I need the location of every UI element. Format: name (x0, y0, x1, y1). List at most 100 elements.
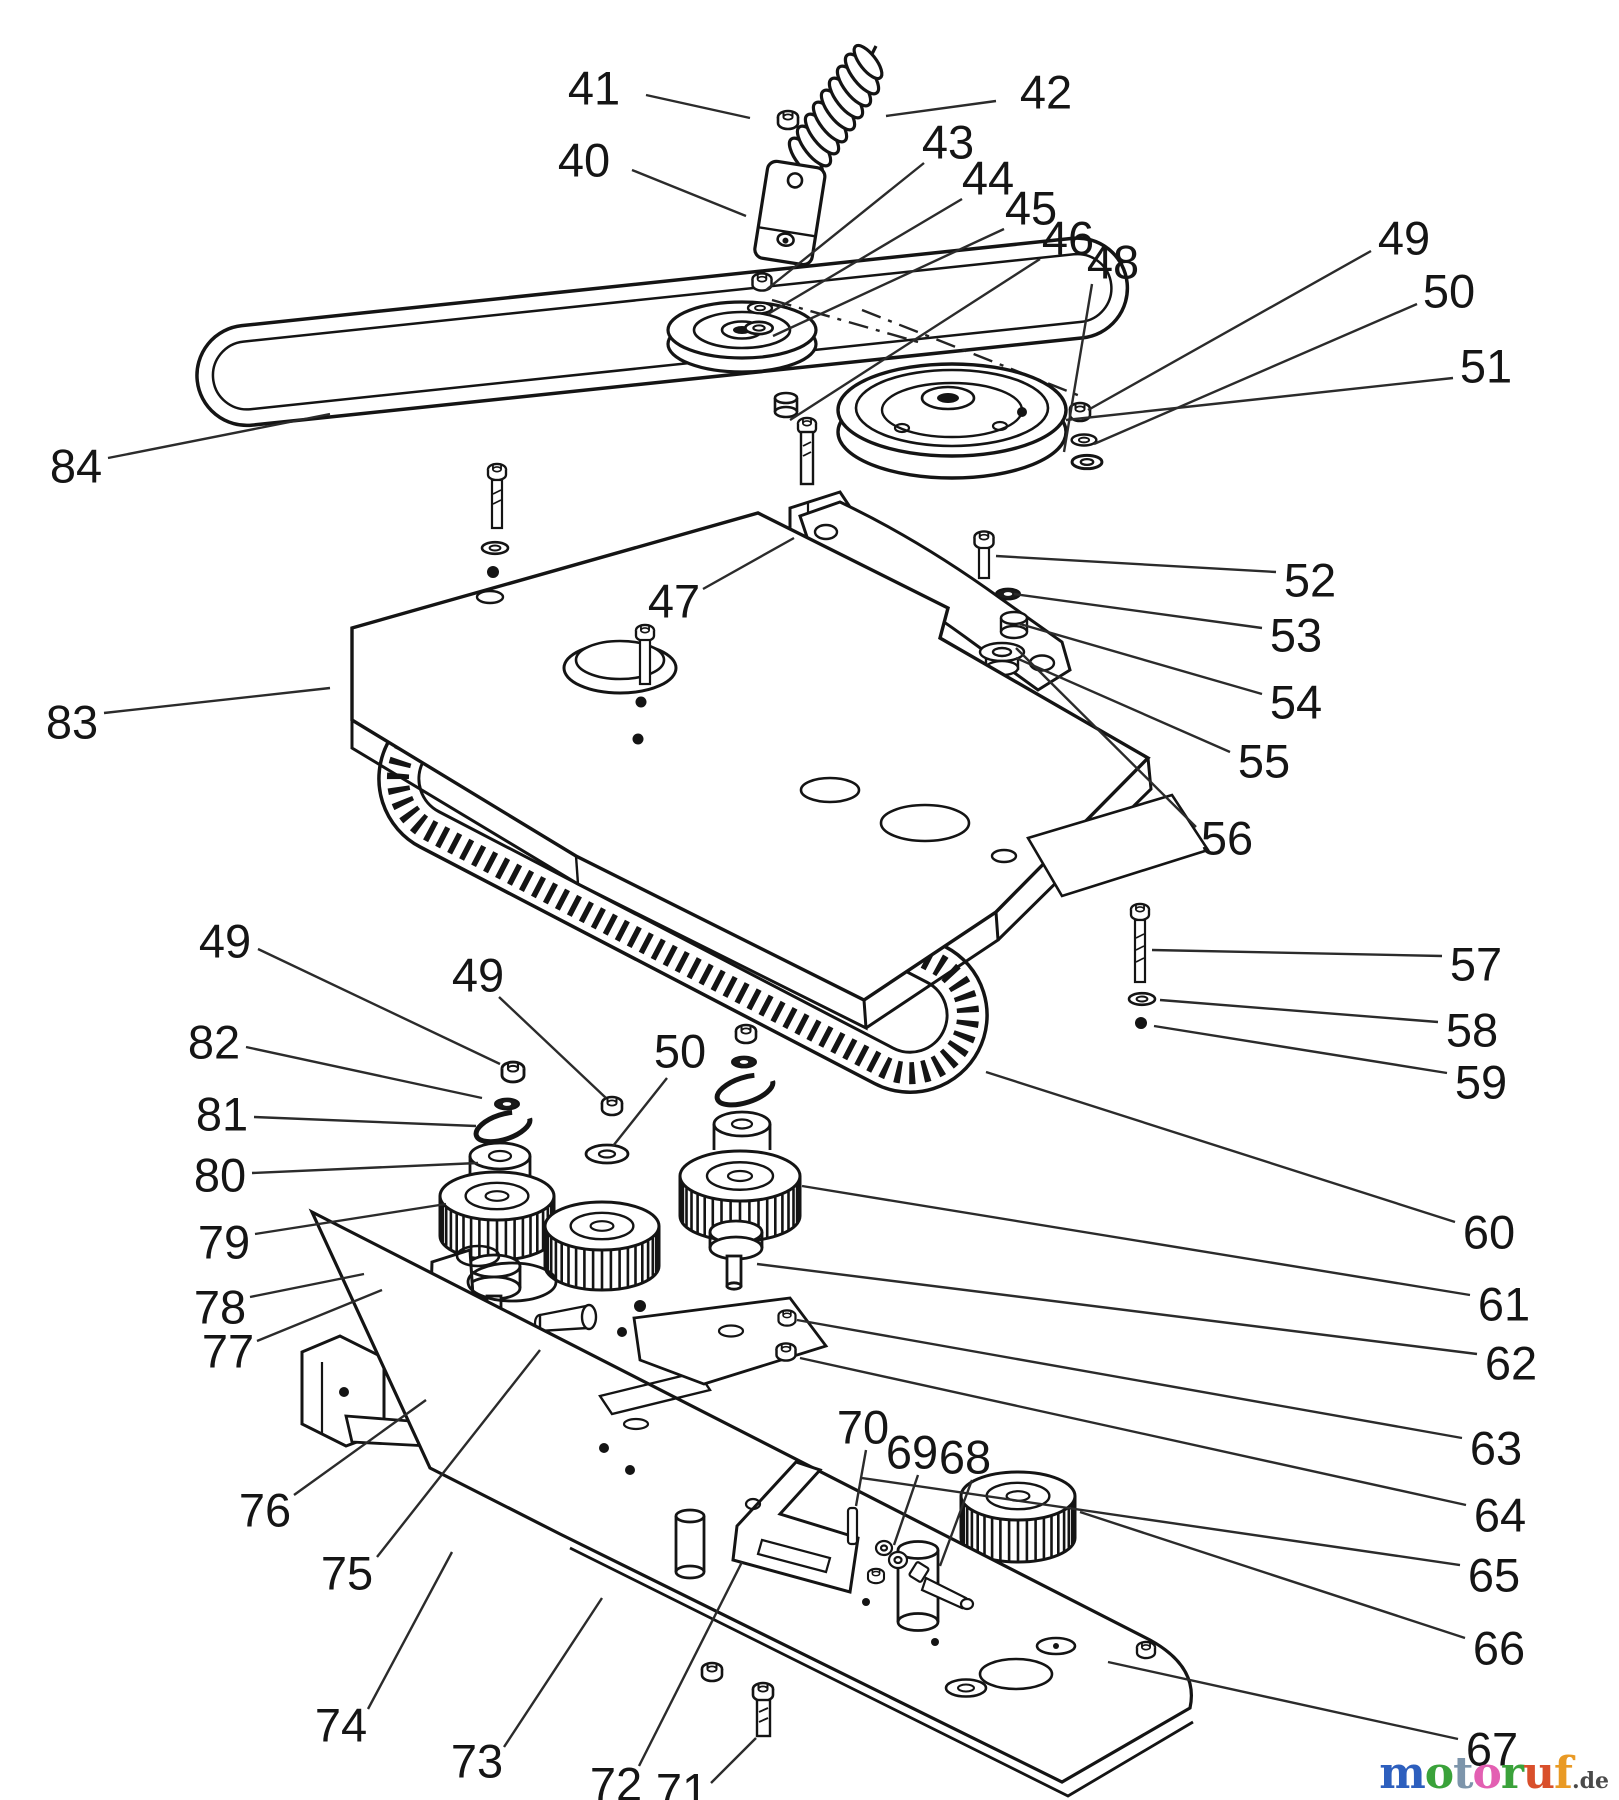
callout-label-62: 62 (1485, 1337, 1537, 1390)
callout-leader-52 (995, 554, 1277, 574)
callout-leader-80 (251, 1161, 479, 1175)
cover-screw (634, 623, 656, 686)
callout-label-46: 46 (1042, 212, 1094, 265)
pin-70 (846, 1506, 859, 1546)
motoruf-domain-suffix: .de (1571, 1768, 1609, 1794)
bushing-80 (468, 1141, 532, 1171)
callout-label-53: 53 (1270, 609, 1322, 662)
callout-label-48: 48 (1087, 236, 1139, 289)
motoruf-wordmark: motoruf (1379, 1748, 1573, 1799)
callout-label-84: 84 (50, 440, 102, 493)
callout-label-57: 57 (1450, 938, 1502, 991)
callout-leader-56 (1015, 647, 1197, 828)
callout-leader-55 (1015, 656, 1231, 754)
flat-idler-pulley-51 (836, 362, 1068, 480)
callout-label-44: 44 (962, 152, 1014, 205)
callout-leader-73 (502, 1597, 604, 1748)
cover-bolt-57-58-59 (1127, 902, 1157, 1029)
callout-leader-60 (985, 1070, 1456, 1224)
callout-label-60: 60 (1463, 1206, 1515, 1259)
wordmark-letter-f: f (1554, 1748, 1573, 1799)
bolt-71 (751, 1681, 775, 1738)
wordmark-letter-r: r (1500, 1748, 1524, 1799)
callout-label-40: 40 (558, 134, 610, 187)
timing-pulley-66 (959, 1470, 1077, 1564)
callout-label-83: 83 (46, 696, 98, 749)
gear-left-stack-49-82-81-80 (468, 1060, 533, 1184)
callout-label-79: 79 (198, 1216, 250, 1269)
wordmark-letter-o: o (1424, 1748, 1454, 1799)
callout-label-59: 59 (1455, 1056, 1507, 1109)
callout-leader-66 (1079, 1510, 1466, 1640)
idler-pulley-44 (666, 300, 818, 374)
callout-leader-63 (796, 1318, 1463, 1440)
bolt-68 (908, 1561, 975, 1611)
callout-label-77: 77 (202, 1325, 254, 1378)
plate-corner-hardware-67 (700, 1567, 1157, 1698)
callout-leader-54 (1019, 622, 1263, 696)
callout-leader-49 (257, 947, 501, 1066)
bolt-75 (533, 1303, 598, 1333)
callout-label-70: 70 (837, 1401, 889, 1454)
callout-leader-67 (1107, 1660, 1459, 1741)
callout-leader-72 (637, 1561, 744, 1767)
callout-leader-50 (1093, 302, 1418, 446)
motoruf-watermark: motoruf.de (1379, 1752, 1609, 1796)
callout-label-65: 65 (1468, 1549, 1520, 1602)
gear-middle-stack-49-50 (584, 1095, 630, 1165)
callout-leader-84 (107, 412, 331, 460)
callout-label-82: 82 (188, 1016, 240, 1069)
callout-label-41: 41 (568, 62, 620, 115)
bent-bracket-72 (731, 1460, 860, 1594)
callout-leader-78 (249, 1272, 365, 1299)
callout-leader-46 (789, 257, 1041, 422)
washers-69 (874, 1539, 909, 1570)
callout-leader-50 (612, 1077, 668, 1147)
snap-ring-81 (473, 1109, 533, 1145)
callout-leader-45 (772, 227, 1005, 338)
callout-leader-61 (801, 1184, 1471, 1297)
v-belt-84 (195, 236, 1130, 428)
callout-leader-82 (245, 1045, 483, 1100)
callout-label-69: 69 (886, 1426, 938, 1479)
callout-leader-69 (892, 1474, 920, 1546)
gear-right-stack (712, 1023, 776, 1150)
timing-gear-middle (543, 1200, 661, 1292)
callout-leader-75 (376, 1349, 541, 1558)
wordmark-letter-t: t (1453, 1748, 1473, 1799)
cover-bolt-left (480, 462, 510, 578)
belt-routing-hidden-lines (771, 298, 1081, 398)
callout-label-68: 68 (939, 1431, 991, 1484)
callout-label-45: 45 (1005, 182, 1057, 235)
callout-leader-49 (498, 996, 607, 1099)
callout-label-52: 52 (1284, 554, 1336, 607)
callout-leader-41 (645, 93, 751, 120)
callout-label-63: 63 (1470, 1422, 1522, 1475)
callout-leader-48 (1062, 283, 1094, 453)
callout-leader-53 (1013, 592, 1263, 630)
callout-leader-77 (256, 1288, 383, 1343)
callout-label-75: 75 (321, 1547, 373, 1600)
spacer-46 (773, 391, 799, 419)
callout-leader-65 (861, 1476, 1461, 1567)
callout-label-74: 74 (315, 1699, 367, 1752)
callout-label-73: 73 (451, 1735, 503, 1788)
callout-leader-40 (631, 168, 747, 218)
callout-leader-49 (1087, 249, 1372, 412)
callout-leader-58 (1159, 998, 1439, 1024)
wordmark-letter-o: o (1472, 1748, 1501, 1799)
callout-leader-44 (767, 197, 963, 316)
callout-label-49: 49 (452, 949, 504, 1002)
gear-right-lower-shaft-62 (708, 1219, 764, 1291)
callout-label-72: 72 (590, 1758, 642, 1800)
standoff-spacers (674, 1508, 940, 1632)
anchor-link-40 (753, 159, 827, 267)
callout-label-51: 51 (1460, 340, 1512, 393)
callout-leader-74 (366, 1551, 454, 1710)
pulley51-hardware-48-49-50 (1068, 401, 1104, 471)
callout-label-58: 58 (1446, 1004, 1498, 1057)
extension-spring-42 (787, 43, 884, 180)
